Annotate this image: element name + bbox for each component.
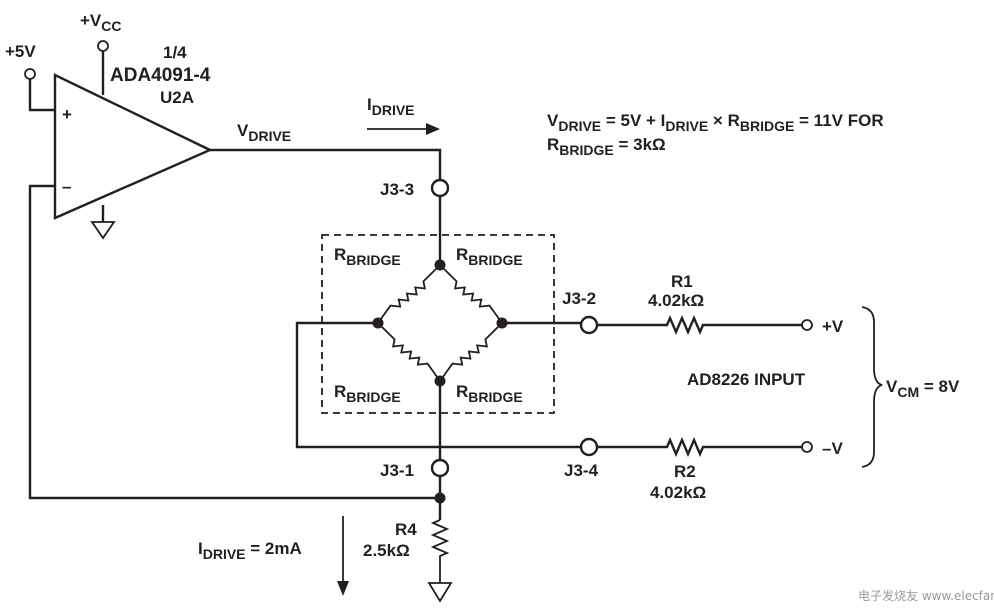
ground-symbol-opamp <box>90 221 116 240</box>
label-r1-name: R1 <box>671 272 693 291</box>
terminal-vcc <box>97 40 109 52</box>
label-r4-value: 2.5kΩ <box>363 541 410 560</box>
label-j3-4: J3-4 <box>564 461 599 480</box>
label-j3-3: J3-3 <box>380 180 414 199</box>
label-ad8226-input: AD8226 INPUT <box>687 370 806 389</box>
terminal-5v <box>24 68 36 80</box>
arrow-idrive-top-head <box>426 123 440 135</box>
connector-j3-2 <box>579 315 599 335</box>
bridge-resistor-bottom-left <box>377 322 441 382</box>
bridge-resistor-top-right <box>439 264 503 324</box>
label-idrive-top: IDRIVE <box>367 95 415 118</box>
wire-vdrive <box>210 148 442 180</box>
label-vcc: +VCC <box>80 11 122 34</box>
label-rbridge-top-left: RBRIDGE <box>334 245 401 268</box>
node-feedback <box>434 492 446 504</box>
arrow-idrive-bottom-head <box>337 581 349 596</box>
wire-5v-plus <box>28 79 55 112</box>
label-r4-name: R4 <box>395 520 417 539</box>
terminal-minus-v <box>801 441 813 453</box>
label-plus-v: +V <box>822 317 844 336</box>
label-minus-v: –V <box>822 439 843 458</box>
label-r2-value: 4.02kΩ <box>650 483 706 502</box>
label-j3-1: J3-1 <box>380 461 414 480</box>
terminal-plus-v <box>801 319 813 331</box>
resistor-r4 <box>430 519 450 583</box>
connector-j3-3 <box>430 178 450 198</box>
connector-j3-4 <box>579 437 599 457</box>
ground-symbol-r4 <box>427 582 453 603</box>
label-rbridge-top-right: RBRIDGE <box>456 245 523 268</box>
label-r2-name: R2 <box>674 462 696 481</box>
resistor-r2 <box>597 436 802 458</box>
label-rbridge-bottom-right: RBRIDGE <box>456 382 523 405</box>
watermark: 电子发烧友 www.elecfans.com <box>858 588 994 603</box>
opamp-triangle <box>53 73 213 220</box>
label-vdrive: VDRIVE <box>237 121 291 144</box>
resistor-r1 <box>597 314 802 336</box>
label-j3-2: J3-2 <box>562 289 596 308</box>
connector-j3-1 <box>430 458 450 478</box>
opamp-minus-sign: – <box>62 177 71 196</box>
label-vcm: VCM = 8V <box>886 377 960 400</box>
wire-feedback <box>28 184 440 500</box>
equation-line2: RBRIDGE = 3kΩ <box>547 135 666 158</box>
vcm-brace <box>861 306 883 468</box>
node-bridge-top <box>434 259 446 271</box>
opamp-ref: U2A <box>160 88 194 107</box>
label-rbridge-bottom-left: RBRIDGE <box>334 382 401 405</box>
label-5v: +5V <box>5 42 36 61</box>
equation-line1: VDRIVE = 5V + IDRIVE × RBRIDGE = 11V FOR <box>547 111 884 134</box>
label-idrive-bottom: IDRIVE = 2mA <box>198 539 302 562</box>
label-r1-value: 4.02kΩ <box>648 291 704 310</box>
opamp-fraction: 1/4 <box>163 43 187 62</box>
opamp-part-number: ADA4091-4 <box>110 65 211 86</box>
bridge-resistor-top-left <box>377 264 441 324</box>
bridge-resistor-bottom-right <box>439 322 503 382</box>
opamp-plus-sign: + <box>62 105 72 124</box>
